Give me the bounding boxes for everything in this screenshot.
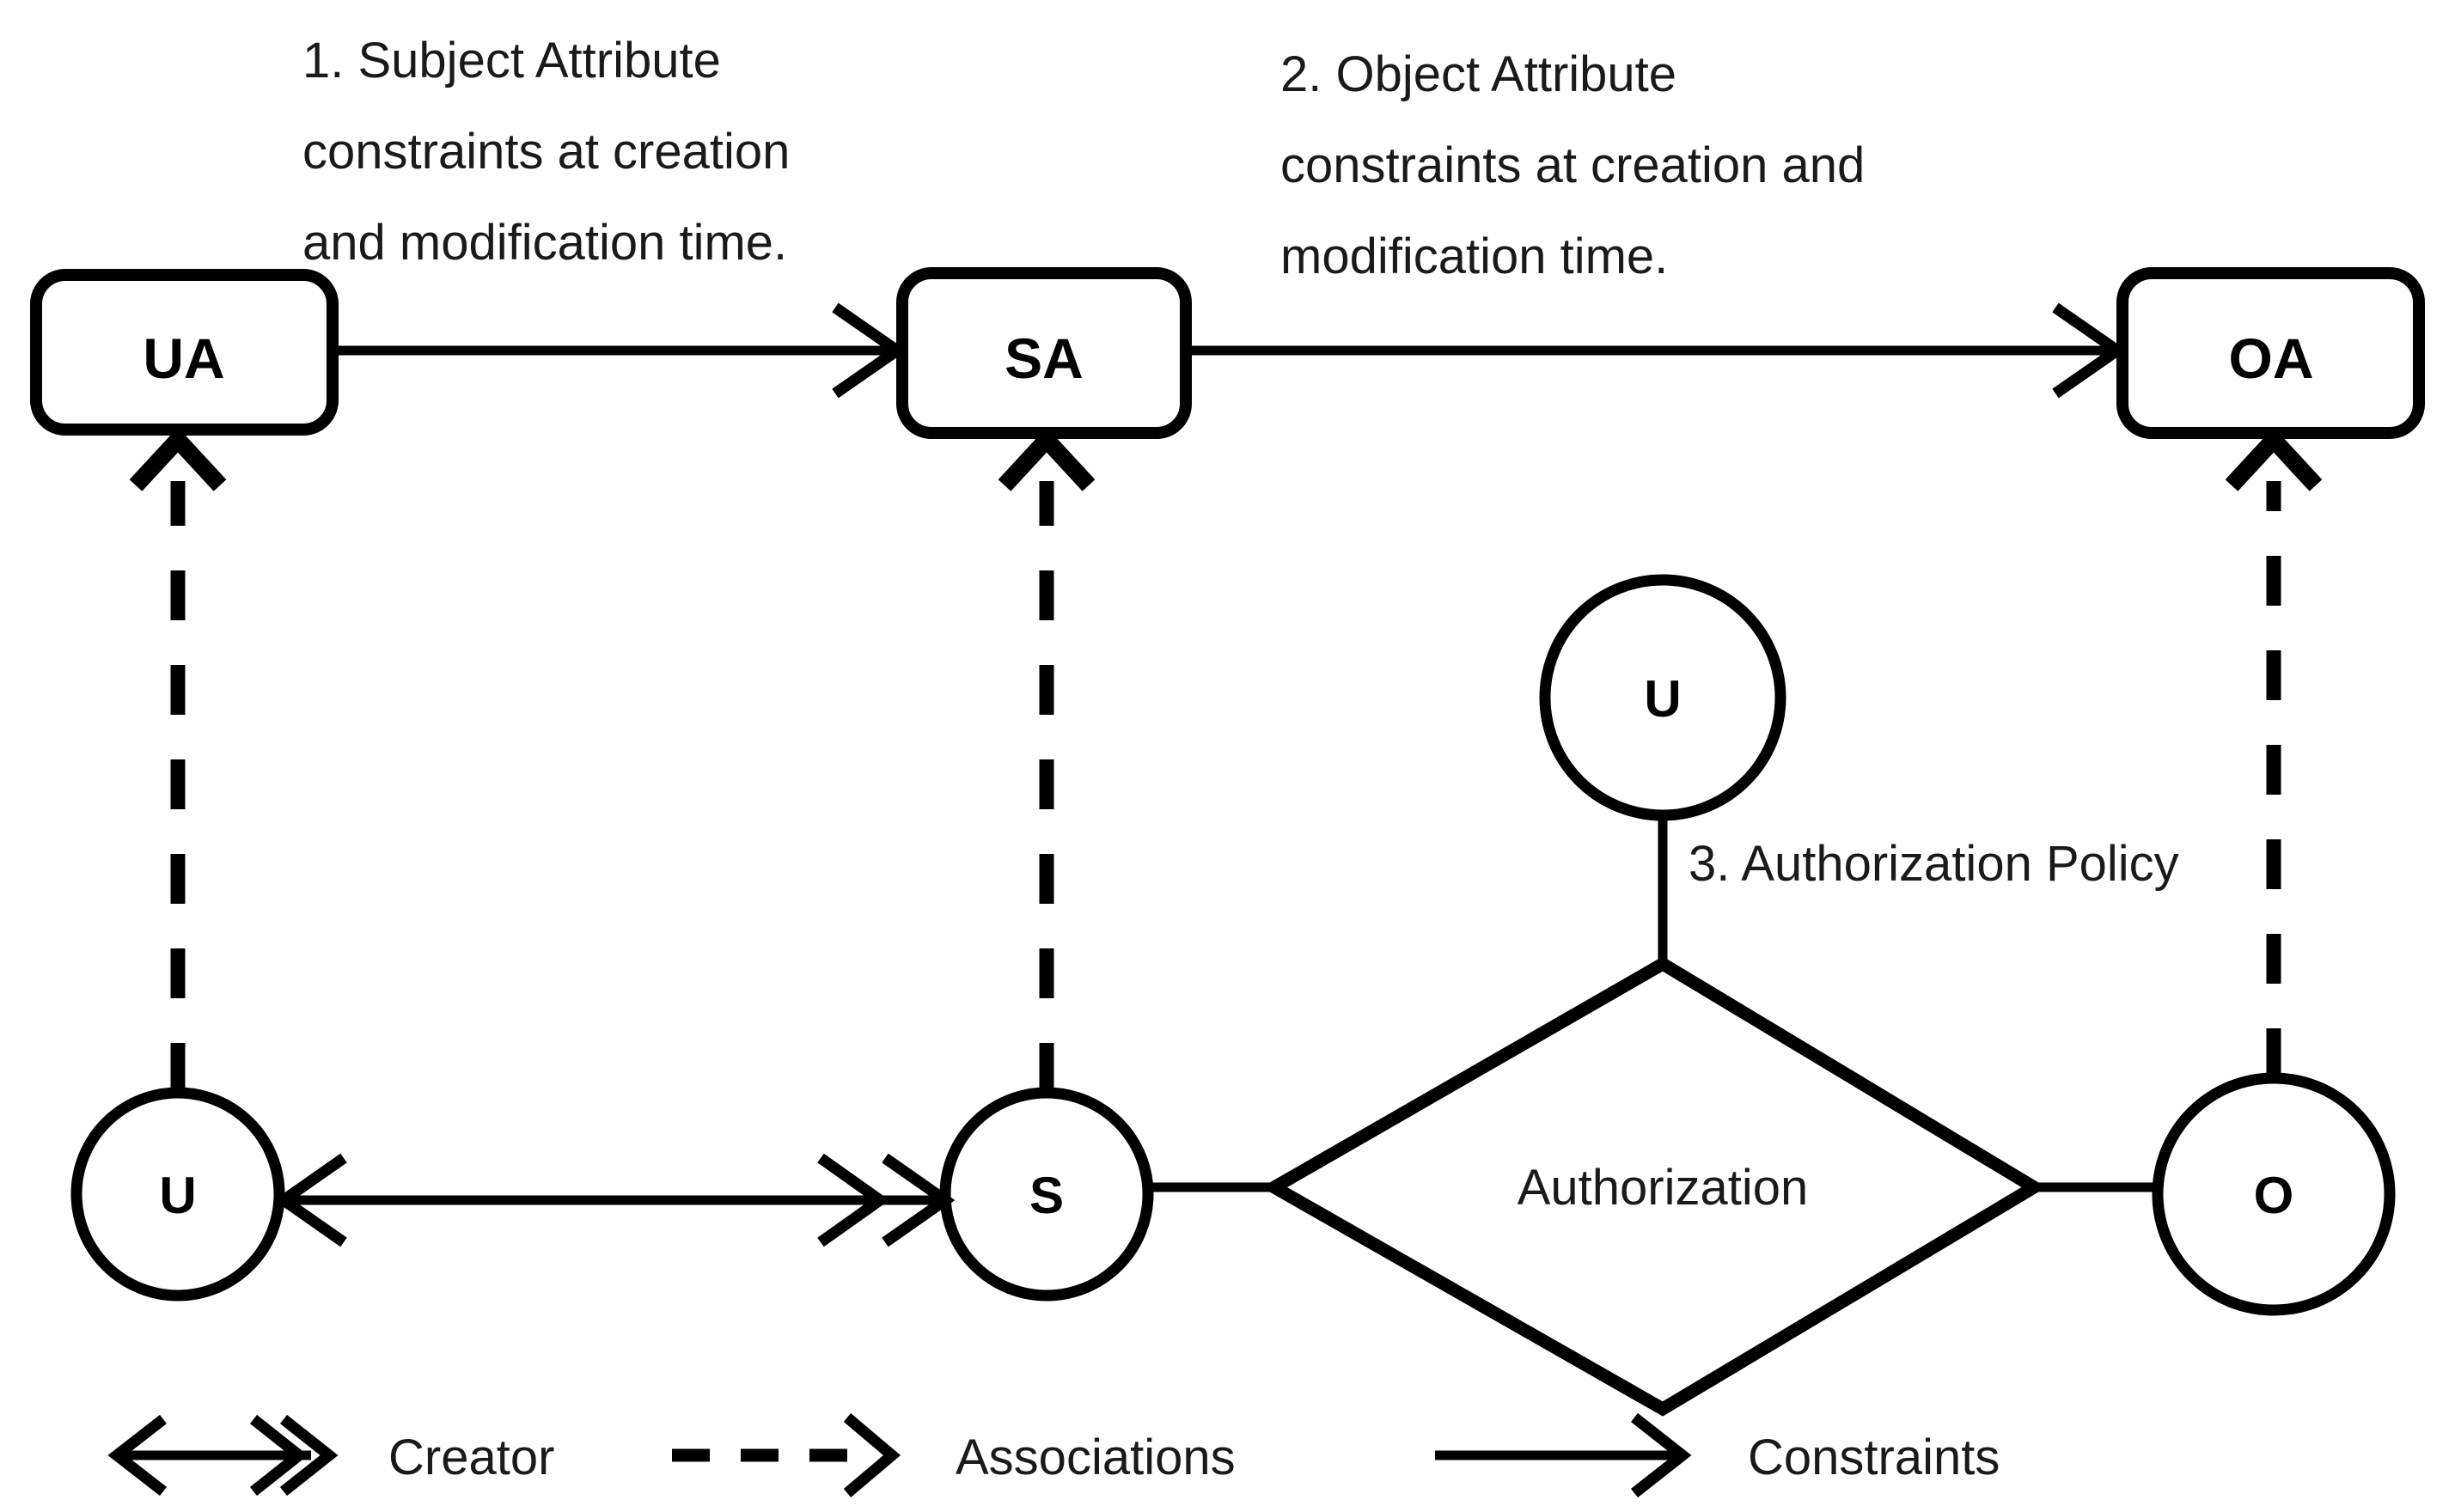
dashed-arrow-icon xyxy=(672,1413,901,1497)
solid-arrow-icon xyxy=(1435,1412,1692,1498)
subject-label: S xyxy=(1029,1167,1064,1224)
note2-line1: 2. Object Attribute xyxy=(1280,46,1676,102)
legend-constraints-item: Constraints xyxy=(1435,1412,2000,1498)
note2-line2: constraints at creation and xyxy=(1280,137,1865,193)
node-user-mid[interactable]: U xyxy=(1539,574,1786,821)
note1-line2: constraints at creation xyxy=(302,124,790,180)
legend: Creator Associations Constraints xyxy=(107,1412,2000,1498)
legend-creator-item: Creator xyxy=(107,1414,554,1497)
legend-constraints-label: Constraints xyxy=(1748,1430,2000,1485)
user-mid-label: U xyxy=(1644,670,1681,728)
note2-line3: modification time. xyxy=(1280,229,1668,284)
user-left-circle[interactable] xyxy=(70,1087,285,1302)
user-left-label: U xyxy=(159,1167,196,1224)
legend-associations-item: Associations xyxy=(672,1413,1236,1497)
note1-line1: 1. Subject Attribute xyxy=(302,33,721,88)
authorization-diamond[interactable] xyxy=(1261,956,2047,1417)
sa-label: SA xyxy=(1005,326,1084,390)
annotation-authorization-policy: 3. Authorization Policy xyxy=(1689,836,2179,892)
node-sa[interactable]: SA xyxy=(896,267,1192,439)
ua-label: UA xyxy=(143,326,224,390)
node-object[interactable]: O xyxy=(2152,1072,2396,1316)
node-user-left[interactable]: U xyxy=(70,1087,285,1302)
creator-arrow-u-to-s xyxy=(273,1153,956,1247)
node-oa[interactable]: OA xyxy=(2116,267,2425,439)
relationship-authorization[interactable]: Authorization xyxy=(1261,956,2047,1417)
authorization-label: Authorization xyxy=(1518,1160,1809,1216)
association-arrow-o-to-oa xyxy=(2225,427,2323,1078)
constraint-arrow-ua-to-sa xyxy=(333,302,907,399)
legend-creator-label: Creator xyxy=(388,1430,554,1485)
annotation-object-attribute-note: 2. Object Attribute constraints at creat… xyxy=(1280,46,1865,284)
annotation-subject-attribute-note: 1. Subject Attribute constraints at crea… xyxy=(302,33,790,271)
object-label: O xyxy=(2254,1167,2294,1224)
legend-associations-label: Associations xyxy=(956,1430,1236,1485)
association-arrow-u-to-ua xyxy=(129,427,227,1093)
association-arrow-s-to-sa xyxy=(998,427,1096,1093)
constraint-arrow-sa-to-oa xyxy=(1186,302,2128,399)
object-circle[interactable] xyxy=(2152,1072,2396,1316)
node-ua[interactable]: UA xyxy=(30,269,339,436)
note1-line3: and modification time. xyxy=(302,215,787,271)
node-subject[interactable]: S xyxy=(939,1087,1154,1302)
oa-label: OA xyxy=(2229,326,2314,390)
double-chevron-bidirectional-arrow-icon xyxy=(107,1414,339,1497)
